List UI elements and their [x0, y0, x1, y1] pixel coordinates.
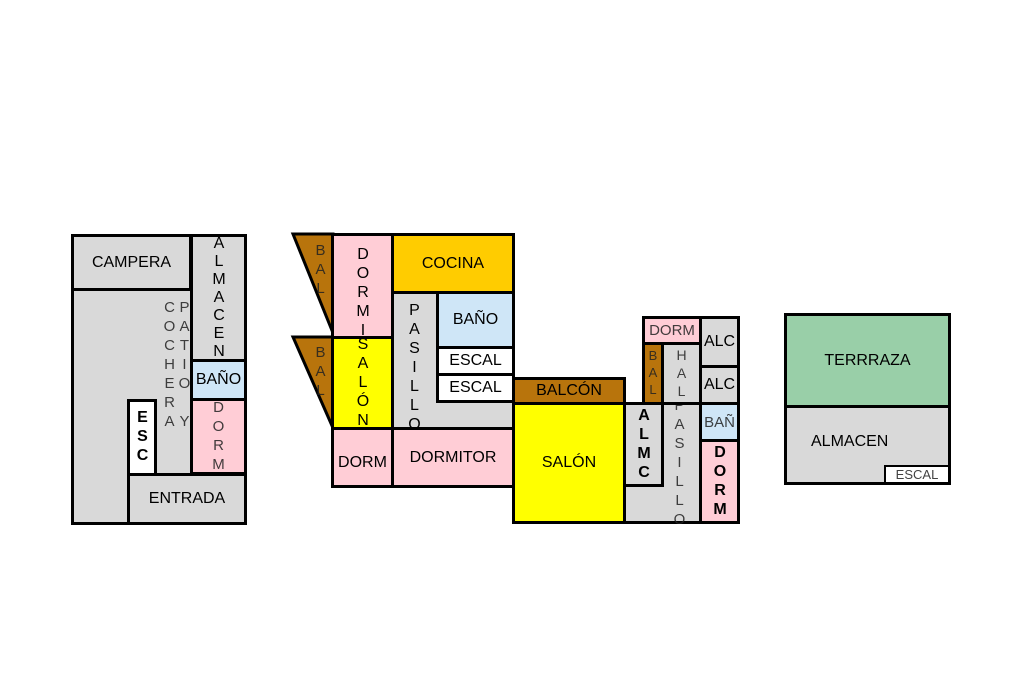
dorm-right-room: DORM	[699, 439, 740, 524]
escal-stairs-3: ESCAL	[884, 465, 951, 485]
dormi-label: DORMI	[354, 246, 372, 341]
alc-label-1: ALC	[703, 333, 736, 350]
bal-top-label: BAL	[312, 242, 329, 299]
pasillo-label-2: PASILLO	[671, 396, 688, 530]
alc-label-2: ALC	[703, 376, 736, 393]
dormitor-room: DORMITOR	[391, 427, 515, 488]
ban-label: BAÑ	[704, 413, 735, 431]
salon-label: SALÓN	[541, 454, 597, 471]
dorm-room: DORM	[190, 398, 247, 475]
salon-small-room: SALÓN	[331, 335, 394, 431]
escal-stairs-1: ESCAL	[436, 346, 515, 376]
campera-label: CAMPERA	[91, 253, 172, 271]
bal-right-label: BAL	[645, 348, 661, 399]
bano-room-2: BAÑO	[436, 291, 515, 349]
dorm-top-label: DORM	[649, 322, 695, 339]
escal-label-1: ESCAL	[449, 352, 502, 369]
escal-stairs-2: ESCAL	[436, 373, 515, 403]
salon-room: SALÓN	[512, 402, 626, 524]
balcon-room: BALCÓN	[512, 377, 626, 405]
alc-room-2: ALC	[699, 365, 740, 405]
entrada-label: ENTRADA	[148, 490, 226, 507]
hal-label: HAL	[673, 346, 690, 401]
bano-label: BAÑO	[195, 371, 242, 388]
dorm-room-2: DORM	[331, 427, 394, 488]
cocina-label: COCINA	[421, 254, 485, 272]
patio-label: PATIO Y COCHERA	[161, 299, 193, 432]
bano-label-2: BAÑO	[452, 311, 499, 328]
hal-room: HAL	[661, 342, 702, 405]
escal-label-2: ESCAL	[449, 379, 502, 396]
balcon-label: BALCÓN	[536, 382, 602, 399]
bal-bottom-label: BAL	[312, 344, 329, 401]
ban-room: BAÑ	[699, 402, 740, 442]
bano-room: BAÑO	[190, 359, 247, 401]
esc-stairs: ESC	[127, 399, 157, 476]
terrraza-label: TERRRAZA	[824, 351, 911, 369]
almc-label: ALMC	[635, 406, 653, 483]
salon-small-label: SALÓN	[354, 335, 372, 431]
dorm-right-label: DORM	[711, 443, 729, 520]
almacen-label-2: ALMACEN	[811, 433, 889, 450]
esc-label: ESC	[134, 409, 151, 466]
dorm-label-2: DORM	[338, 454, 387, 471]
almacen-label: ALMACEN	[210, 235, 228, 361]
alc-room-1: ALC	[699, 316, 740, 368]
cocina-room: COCINA	[391, 233, 515, 294]
pasillo-label: PASILLO	[406, 302, 423, 435]
dormitor-label: DORMITOR	[409, 448, 497, 466]
terrraza-room: TERRRAZA	[784, 313, 951, 408]
almc-room: ALMC	[623, 402, 664, 487]
dormi-room: DORMI	[331, 233, 394, 341]
dorm-label: DORM	[210, 398, 227, 475]
dorm-top-room: DORM	[642, 316, 702, 345]
escal-label-3: ESCAL	[895, 467, 939, 482]
entrada-room: ENTRADA	[127, 473, 247, 525]
